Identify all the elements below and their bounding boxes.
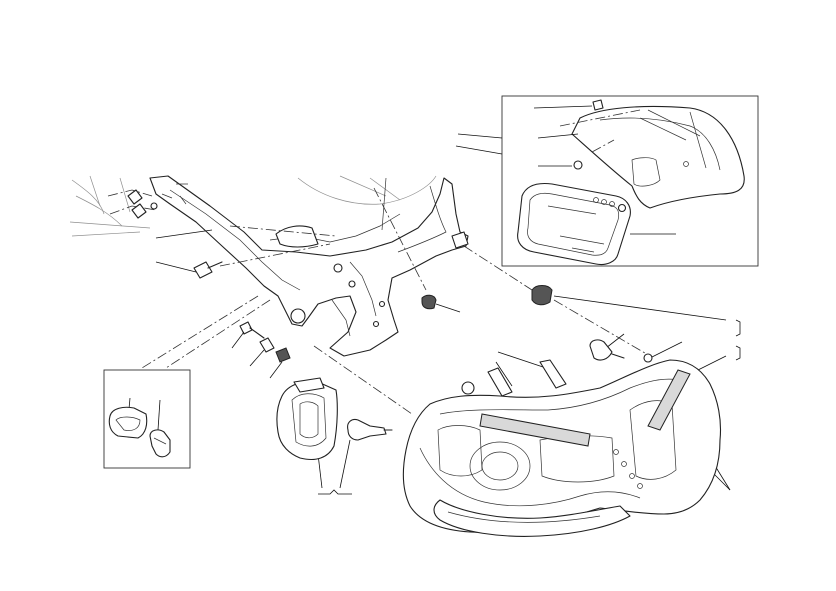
position-bulbs [487, 339, 653, 397]
spacer [259, 337, 275, 353]
h7-bulb [347, 418, 387, 441]
rubber-damper [531, 285, 553, 306]
bulb-cover [276, 380, 338, 461]
headlight-housing [402, 359, 722, 533]
frame-mount-bolts [107, 189, 158, 219]
cover-screw [592, 99, 604, 111]
headlight-lower-trim [433, 499, 631, 537]
headlight-unit [402, 359, 722, 537]
grommet-mid [421, 294, 437, 310]
side-marker-bulb [149, 429, 171, 458]
drl-strip-left [479, 413, 591, 447]
bolt-flanged [193, 261, 213, 279]
bracket-main [149, 175, 469, 357]
bracket-fasteners [193, 261, 553, 363]
drl-strip-right [647, 369, 691, 431]
low-beam-bulb-assembly [276, 377, 393, 461]
assembly-centerlines [141, 187, 651, 415]
side-marker-lens [108, 406, 148, 439]
cover-nut [573, 160, 583, 170]
instrument-cover [571, 105, 745, 209]
background-frame-sketch [69, 175, 437, 237]
instrument-panel-inset [455, 95, 759, 267]
bulb-detail-inset [103, 369, 191, 469]
inset-frame [501, 95, 759, 267]
detail-frame [103, 369, 191, 469]
grommet-small [275, 347, 291, 363]
headlight-bracket [149, 175, 469, 357]
